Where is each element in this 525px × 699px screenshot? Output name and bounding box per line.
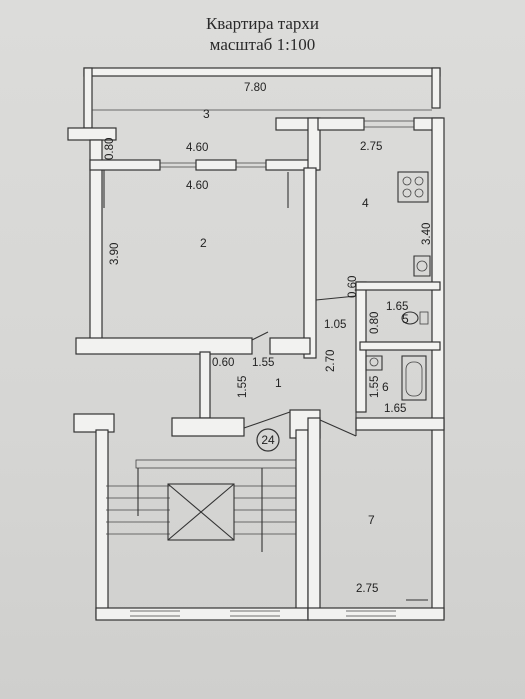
balcony-outline bbox=[83, 67, 441, 129]
dim-wc-depth: 0.60 bbox=[347, 276, 359, 298]
toilet-icon bbox=[401, 311, 429, 325]
room-6-label: 6 bbox=[382, 380, 389, 394]
washbasin-icon bbox=[365, 355, 383, 371]
dim-room2-depth: 3.90 bbox=[109, 243, 121, 265]
dim-hall-b: 2.70 bbox=[325, 350, 337, 372]
plan-scale: масштаб 1:100 bbox=[209, 35, 316, 54]
room-5-label: 5 bbox=[402, 312, 409, 326]
dim-wc-side: 0.80 bbox=[369, 312, 381, 334]
dim-wc-width: 1.65 bbox=[386, 301, 408, 313]
staircase bbox=[106, 459, 297, 552]
outer-walls bbox=[67, 117, 445, 621]
windows bbox=[130, 610, 396, 617]
dim-balcony-window: 4.60 bbox=[186, 142, 208, 154]
dim-kitchen-width: 2.75 bbox=[360, 141, 382, 153]
plan-title: Квартира тархи bbox=[205, 14, 320, 33]
bathtub-icon bbox=[401, 355, 427, 401]
dim-room2-width: 4.60 bbox=[186, 180, 208, 192]
room-2-label: 2 bbox=[200, 236, 207, 250]
sink-icon bbox=[413, 255, 431, 277]
apartment-number-circle bbox=[256, 428, 280, 452]
room-3-label: 3 bbox=[203, 107, 210, 121]
doors bbox=[103, 170, 428, 601]
dim-bath-depth: 1.55 bbox=[369, 376, 381, 398]
dim-balcony-width: 7.80 bbox=[244, 82, 266, 94]
dim-hall-e: 1.55 bbox=[237, 376, 249, 398]
apartment-number: 24 bbox=[261, 433, 275, 447]
room-1-label: 1 bbox=[275, 376, 282, 390]
dim-kitchen-depth: 3.40 bbox=[421, 223, 433, 245]
dim-balcony-depth: 0.80 bbox=[104, 138, 116, 160]
stove-icon bbox=[397, 171, 429, 203]
dim-room7-width: 2.75 bbox=[356, 583, 378, 595]
dim-hall-a: 1.05 bbox=[324, 319, 346, 331]
dim-bath-width: 1.65 bbox=[384, 403, 406, 415]
room-7-label: 7 bbox=[368, 513, 375, 527]
dim-hall-c: 0.60 bbox=[212, 357, 234, 369]
dim-hall-d: 1.55 bbox=[252, 357, 274, 369]
room-4-label: 4 bbox=[362, 196, 369, 210]
